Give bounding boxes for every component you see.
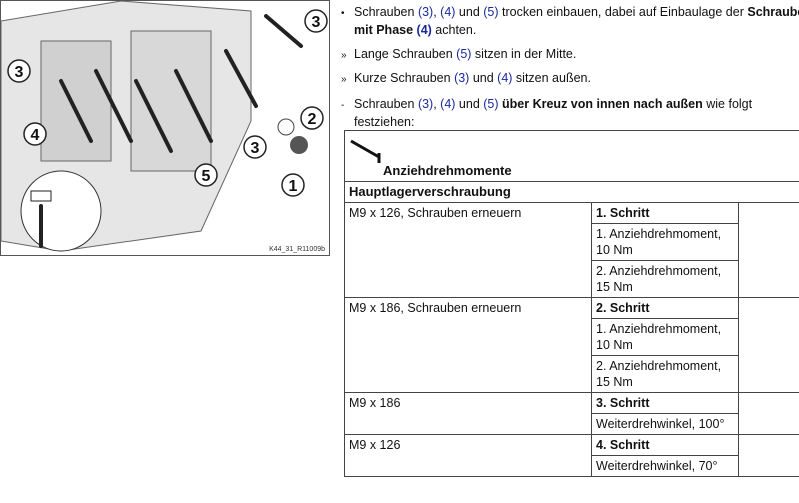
table-row: Weiterdrehwinkel, 70° <box>345 455 799 477</box>
reference-link[interactable]: (4) <box>497 71 513 85</box>
torque-table: Anziehdrehmomente Hauptlagerverschraubun… <box>344 130 799 477</box>
empty-cell <box>738 392 799 435</box>
figure-caption: K44_31_R11009b <box>269 246 325 253</box>
value-cell: 1. Anziehdrehmoment, 10 Nm <box>591 318 739 356</box>
table-row: 1. Anziehdrehmoment, 10 Nm <box>345 318 799 356</box>
bullet-marker: » <box>341 74 347 85</box>
table-row: 2. Anziehdrehmoment, 15 Nm <box>345 355 799 393</box>
bolt-spec-cell: M9 x 186, Schrauben erneuern <box>344 297 592 393</box>
value-cell: 2. Anziehdrehmoment, 15 Nm <box>591 355 739 393</box>
section-header: Hauptlagerverschraubung <box>344 181 799 203</box>
reference-link[interactable]: (3) <box>417 5 434 19</box>
callout-3: 3 <box>15 64 24 81</box>
step-cell: 3. Schritt <box>591 392 739 414</box>
instruction-text: trocken einbauen, dabei auf Einbaulage d… <box>498 5 748 19</box>
value-cell: 1. Anziehdrehmoment, 10 Nm <box>591 223 739 261</box>
instruction-line: festziehen: <box>341 114 752 130</box>
reference-link[interactable]: (4) <box>416 23 432 37</box>
callout-3: 3 <box>251 140 260 157</box>
empty-cell <box>738 297 799 393</box>
callout-4: 4 <box>31 127 40 144</box>
torque-wrench-icon <box>349 139 380 163</box>
step-cell: 4. Schritt <box>591 434 739 456</box>
reference-link[interactable]: (3) <box>417 97 434 111</box>
engine-drawing: 3 3 4 3 2 5 1 <box>1 1 328 252</box>
instruction-text: Kurze Schrauben <box>354 71 455 85</box>
empty-cell <box>738 202 799 298</box>
bullet-marker: • <box>341 8 345 19</box>
instruction-text: festziehen: <box>354 115 415 129</box>
instruction-text: sitzen in der Mitte. <box>471 47 577 61</box>
table-title: Anziehdrehmomente <box>383 163 512 178</box>
instruction-text: und <box>455 97 484 111</box>
instruction-text: Lange Schrauben <box>354 47 457 61</box>
instruction-text: achten. <box>431 23 477 37</box>
instruction-item: » Kurze Schrauben (3) und (4) sitzen auße… <box>341 70 591 88</box>
instruction-text: und <box>455 5 484 19</box>
bolt-spec-cell: M9 x 186 <box>344 392 592 435</box>
instruction-text: Schrauben <box>747 5 799 19</box>
instruction-text: Schrauben <box>354 5 418 19</box>
table-title-cell: Anziehdrehmomente <box>344 130 799 182</box>
bolt-spec-cell: M9 x 126 <box>344 434 592 477</box>
reference-link[interactable]: (3) <box>454 71 470 85</box>
table-row: 1. Anziehdrehmoment, 10 Nm <box>345 223 799 261</box>
reference-link[interactable]: (4) <box>440 97 456 111</box>
table-row: 2. Anziehdrehmoment, 15 Nm <box>345 260 799 298</box>
bolt-spec-cell: M9 x 126, Schrauben erneuern <box>344 202 592 298</box>
instruction-item: -Schrauben (3), (4) und (5) über Kreuz v… <box>341 96 752 130</box>
reference-link[interactable]: (4) <box>440 5 456 19</box>
value-cell: 2. Anziehdrehmoment, 15 Nm <box>591 260 739 298</box>
instruction-text: wie folgt <box>702 97 753 111</box>
reference-link[interactable]: (5) <box>483 97 499 111</box>
empty-cell <box>738 434 799 477</box>
instruction-text: , <box>433 5 441 19</box>
value-cell: Weiterdrehwinkel, 100° <box>591 413 739 435</box>
callout-3: 3 <box>312 14 321 31</box>
instruction-item: • Schrauben (3), (4) und (5) trocken einb… <box>341 4 799 38</box>
instruction-text: sitzen außen. <box>512 71 591 85</box>
reference-link[interactable]: (5) <box>483 5 499 19</box>
instruction-text: , <box>433 97 441 111</box>
instruction-text: und <box>469 71 498 85</box>
value-cell: Weiterdrehwinkel, 70° <box>591 455 739 477</box>
callout-5: 5 <box>202 168 211 185</box>
reference-link[interactable]: (5) <box>456 47 472 61</box>
instruction-text: mit Phase <box>354 23 417 37</box>
engine-illustration: 3 3 4 3 2 5 1 K44_31_R11009b <box>0 0 330 256</box>
instruction-text: über Kreuz von innen nach außen <box>502 97 703 111</box>
bullet-marker: - <box>341 100 345 111</box>
step-cell: 1. Schritt <box>591 202 739 224</box>
callout-2: 2 <box>308 111 317 128</box>
instruction-text: Schrauben <box>354 97 418 111</box>
instruction-item: » Lange Schrauben (5) sitzen in der Mitte… <box>341 46 576 64</box>
table-row: Weiterdrehwinkel, 100° <box>345 413 799 435</box>
step-cell: 2. Schritt <box>591 297 739 319</box>
callout-1: 1 <box>289 178 298 195</box>
instruction-line: mit Phase (4) achten. <box>341 22 799 38</box>
bullet-marker: » <box>341 50 347 61</box>
